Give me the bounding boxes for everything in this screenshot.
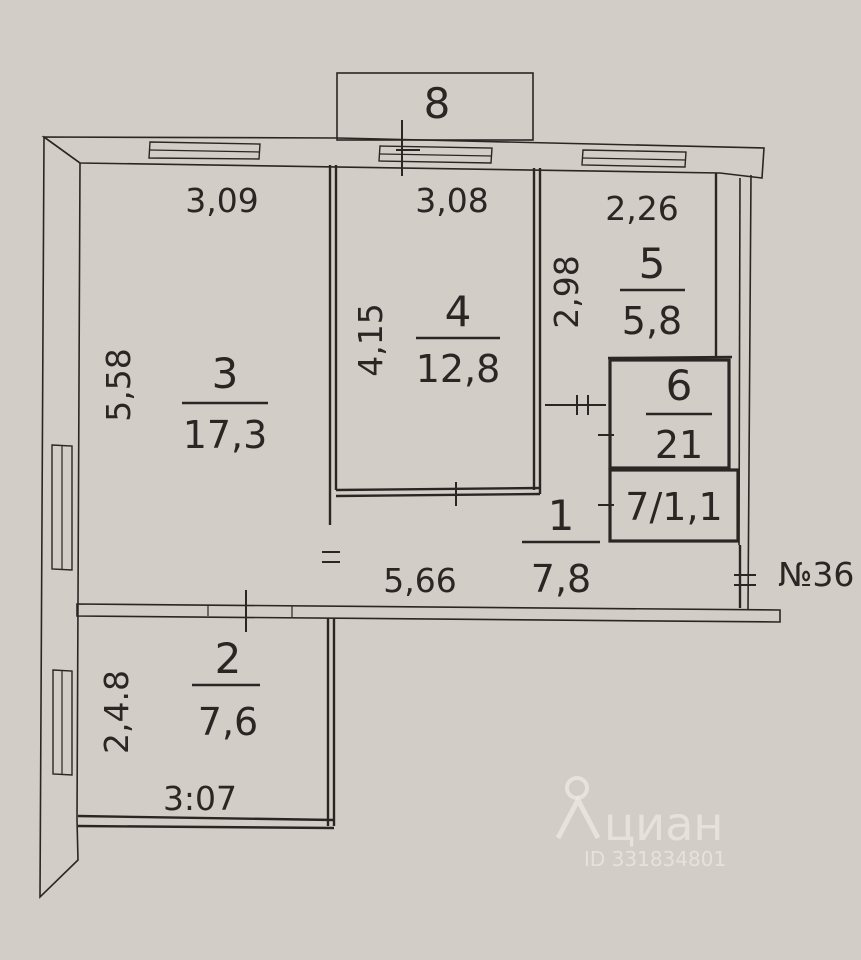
watermark-brand: циан [604, 797, 723, 851]
room5-area: 5,8 [622, 299, 682, 343]
room4-number: 4 [445, 287, 472, 336]
room4-bottom-wall [335, 486, 541, 492]
room4-area: 12,8 [416, 347, 501, 391]
dim-room2-height: 2,4.8 [97, 670, 136, 754]
dim-room5-width: 2,26 [605, 189, 678, 228]
window-room4 [378, 145, 493, 164]
dim-room1-length: 5,66 [383, 561, 456, 600]
main-horizontal-wall [76, 603, 781, 623]
room1-area: 7,8 [531, 557, 591, 601]
room5-number: 5 [639, 239, 666, 288]
apartment-number: №36 [778, 555, 854, 594]
dim-room2-width: 3:07 [163, 779, 237, 818]
window-room3-side [51, 444, 73, 571]
dim-room3-width: 3,09 [185, 181, 258, 220]
cian-watermark: циан ID 331834801 [555, 776, 726, 871]
outer-wall-left [39, 135, 81, 899]
window-room5 [581, 149, 687, 168]
room5-bottom [607, 355, 733, 360]
room2-number: 2 [215, 634, 242, 683]
room7-label: 7/1,1 [625, 485, 722, 529]
room-6-box [608, 358, 731, 470]
watermark-id: ID 331834801 [584, 847, 726, 871]
room2-bottom-wall-b [77, 824, 335, 830]
room1-number: 1 [548, 491, 575, 540]
room4-bottom-wall-b [335, 492, 541, 498]
dim-room5-height: 2,98 [547, 255, 586, 328]
room6-area: 21 [655, 423, 703, 467]
outer-wall-right-outer [747, 174, 752, 611]
window-room2-side [52, 669, 73, 776]
room8-number: 8 [424, 79, 451, 128]
dim-room3-height: 5,58 [99, 348, 138, 421]
room2-area: 7,6 [198, 700, 258, 744]
room3-area: 17,3 [183, 413, 268, 457]
room6-number: 6 [666, 361, 693, 410]
location-pin-icon [555, 776, 601, 840]
room3-number: 3 [212, 349, 239, 398]
dim-room4-height: 4,15 [351, 303, 390, 376]
dim-room4-width: 3,08 [415, 181, 488, 220]
window-room3 [148, 141, 261, 160]
room2-bottom-wall [77, 814, 335, 822]
